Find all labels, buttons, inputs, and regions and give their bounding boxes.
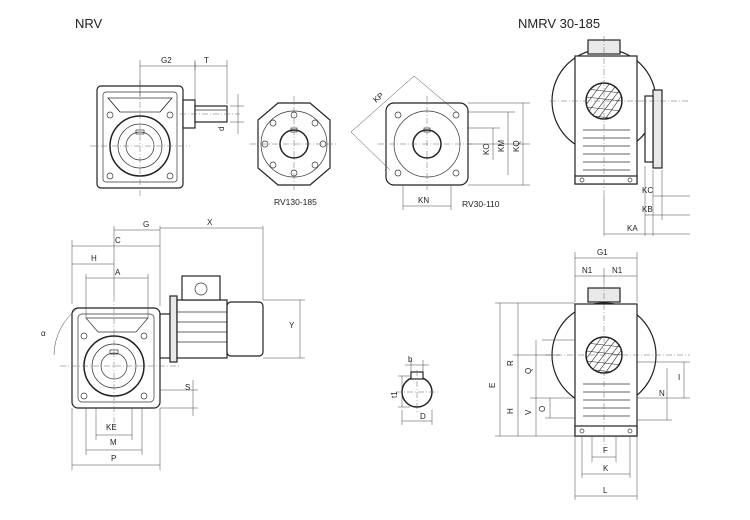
nmrv-side-view-bottom: G1 N1 N1 E R Q H V O I N: [488, 248, 690, 500]
dim-x: X: [207, 218, 213, 227]
nmrv-motor-front-view: G X C H A Y α S KE M P: [41, 218, 305, 470]
dim-ke: KE: [106, 423, 117, 432]
shaft-keyway-view: b t1 D: [390, 355, 438, 425]
dim-g: G: [143, 220, 149, 229]
dim-g1: G1: [597, 248, 608, 257]
dim-t1: t1: [390, 391, 399, 398]
flange-rv130-view: RV130-185: [250, 96, 338, 207]
caption-rv130: RV130-185: [274, 197, 317, 207]
dim-kq: KQ: [512, 140, 521, 152]
dim-o: O: [538, 406, 547, 412]
dim-dd: D: [420, 412, 426, 421]
dim-b: b: [408, 355, 413, 364]
dim-alpha: α: [41, 329, 46, 338]
dim-kn: KN: [418, 196, 429, 205]
dim-n1-right: N1: [612, 266, 623, 275]
dim-f: F: [603, 446, 608, 455]
title-nmrv: NMRV 30-185: [518, 16, 600, 31]
dim-n1-left: N1: [582, 266, 593, 275]
dim-n: N: [659, 389, 665, 398]
dim-v: V: [524, 409, 533, 415]
dim-t: T: [204, 56, 209, 65]
dim-q: Q: [524, 368, 533, 374]
dim-kb: KB: [642, 205, 653, 214]
dim-s: S: [185, 383, 190, 392]
dim-e: E: [488, 383, 497, 388]
dim-a: A: [115, 268, 121, 277]
dim-hh: H: [506, 408, 515, 414]
dim-kc: KC: [642, 186, 653, 195]
dim-kp: KP: [372, 91, 386, 105]
dim-r: R: [506, 360, 515, 366]
dim-h: H: [91, 254, 97, 263]
dim-l: L: [603, 486, 608, 495]
dim-ko: KO: [482, 143, 491, 155]
dim-y: Y: [289, 321, 295, 330]
caption-rv30: RV30-110: [462, 199, 500, 209]
dim-g2: G2: [161, 56, 172, 65]
nmrv-side-view-top: KC KB KA: [550, 36, 690, 236]
dim-i: I: [678, 373, 680, 382]
title-nrv: NRV: [75, 16, 103, 31]
flange-rv30-view: KP KO KM KQ KN RV30-110: [350, 75, 530, 210]
dim-c: C: [115, 236, 121, 245]
dim-d: d: [217, 127, 226, 131]
dim-ka: KA: [627, 224, 638, 233]
dim-km: KM: [497, 140, 506, 152]
dim-m: M: [110, 438, 117, 447]
dim-p: P: [111, 454, 116, 463]
nrv-front-view: G2 T d: [90, 56, 244, 196]
dim-k: K: [603, 464, 609, 473]
